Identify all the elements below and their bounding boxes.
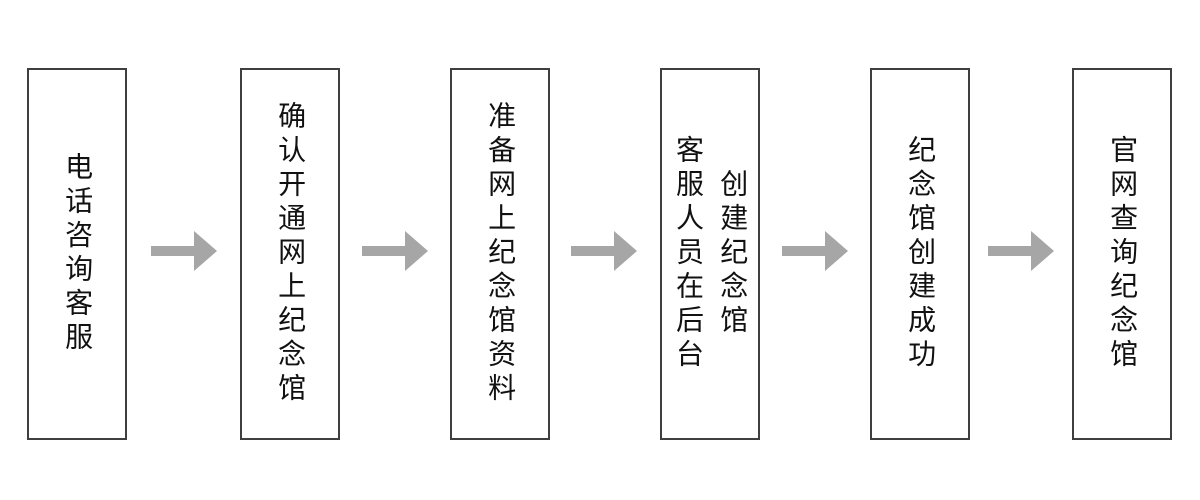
flow-step-5-label: 纪念馆创建成功 xyxy=(905,135,937,373)
flow-step-1-label: 电话咨询客服 xyxy=(62,152,94,356)
right-arrow-icon xyxy=(987,229,1055,273)
flow-step-4-label-line-2: 创建纪念馆 xyxy=(717,169,749,339)
flow-step-3: 准备网上纪念馆资料 xyxy=(450,68,550,440)
flow-step-5: 纪念馆创建成功 xyxy=(870,68,970,440)
right-arrow-icon xyxy=(361,229,429,273)
right-arrow-icon xyxy=(570,229,638,273)
right-arrow-icon xyxy=(781,229,849,273)
flow-step-1: 电话咨询客服 xyxy=(27,68,127,440)
flow-step-4-label-line-1: 客服人员在后台 xyxy=(673,135,704,373)
flow-step-2-label: 确认开通网上纪念馆 xyxy=(275,101,307,407)
flow-step-4: 客服人员在后台 创建纪念馆 xyxy=(660,68,760,440)
flow-step-2: 确认开通网上纪念馆 xyxy=(240,68,340,440)
flow-step-3-label: 准备网上纪念馆资料 xyxy=(485,101,517,407)
flow-step-6-label: 官网查询纪念馆 xyxy=(1107,135,1139,373)
right-arrow-icon xyxy=(150,229,218,273)
flow-step-6: 官网查询纪念馆 xyxy=(1072,68,1172,440)
